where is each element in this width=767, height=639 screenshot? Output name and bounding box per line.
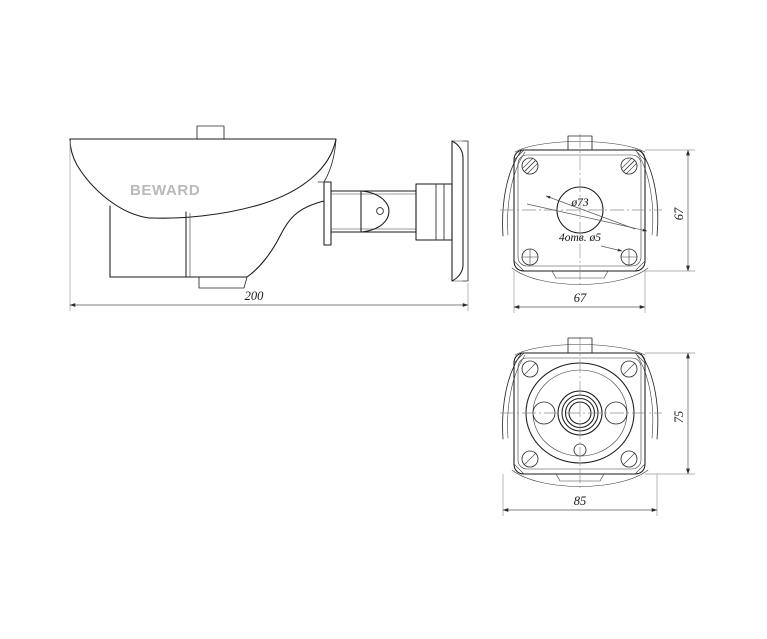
front-top-tab <box>567 337 593 354</box>
rear-corner-facets <box>513 149 646 272</box>
front-hood-arc-top <box>514 344 646 356</box>
rear-base-plate <box>513 149 646 272</box>
bracket-pivot-hole <box>376 207 384 215</box>
wall-flange-face <box>462 140 469 282</box>
rear-hood-rail-right <box>640 150 659 237</box>
front-hood-rail-right-inner <box>636 354 654 439</box>
wall-mount-flange <box>451 140 464 282</box>
hood-rear-tip <box>323 138 337 183</box>
hood-top-tab <box>196 125 225 140</box>
rear-base-inner-outline <box>517 154 642 267</box>
front-hood-rail-right <box>640 353 659 440</box>
wall-collar <box>415 183 453 241</box>
front-screw-top-right <box>620 360 638 378</box>
front-screw-bottom-left <box>521 450 539 468</box>
front-body-inner-outline <box>517 357 642 470</box>
rear-hood-rail-left <box>502 150 522 237</box>
rear-holes-label: 4отв. ø5 <box>559 232 601 244</box>
front-screw-bottom-right <box>620 450 638 468</box>
side-view-group: BEWARD 200 <box>69 125 469 311</box>
rear-bottom-lip <box>551 270 609 279</box>
wall-flange-edge <box>451 140 464 282</box>
rear-top-tab <box>567 135 593 151</box>
front-height-label: 75 <box>672 411 686 424</box>
rear-bore-leader-left <box>545 195 636 230</box>
side-dimension-label: 200 <box>245 289 265 303</box>
rear-hood-rail-left-inner <box>507 151 526 236</box>
rear-holes-leader <box>600 245 623 252</box>
rear-width-label: 67 <box>574 291 587 305</box>
front-hood-rail-left-inner <box>507 354 526 439</box>
rear-height-label: 67 <box>672 207 686 220</box>
front-view-group: 75 85 <box>500 337 695 516</box>
rear-screw-top-left <box>521 157 539 175</box>
front-bottom-lip <box>555 473 605 482</box>
bracket-pivot-arc <box>360 190 390 233</box>
rear-bore-label: ø73 <box>570 197 589 209</box>
rear-screw-top-right <box>620 157 638 175</box>
rear-hole-bottom-right <box>620 248 638 266</box>
front-hood-rail-left <box>502 353 522 440</box>
bracket-arm-tube <box>330 190 417 233</box>
rear-hood-rail-right-inner <box>636 151 654 236</box>
rear-view-group: ø73 4отв. ø5 67 67 <box>500 134 695 313</box>
rear-hood-arc-top <box>514 141 646 153</box>
beward-logo: BEWARD <box>130 182 200 199</box>
body-bottom-tab <box>198 276 248 289</box>
rear-bore-leader-right <box>526 203 648 232</box>
camera-rear-housing <box>323 181 332 246</box>
camera-body-left <box>109 205 187 278</box>
camera-body-rear-taper <box>246 200 325 278</box>
camera-sun-hood <box>69 138 337 219</box>
front-corner-facets <box>513 352 646 475</box>
front-width-label: 85 <box>574 494 587 508</box>
front-screw-top-left <box>521 360 539 378</box>
rear-hole-bottom-left <box>521 248 539 266</box>
